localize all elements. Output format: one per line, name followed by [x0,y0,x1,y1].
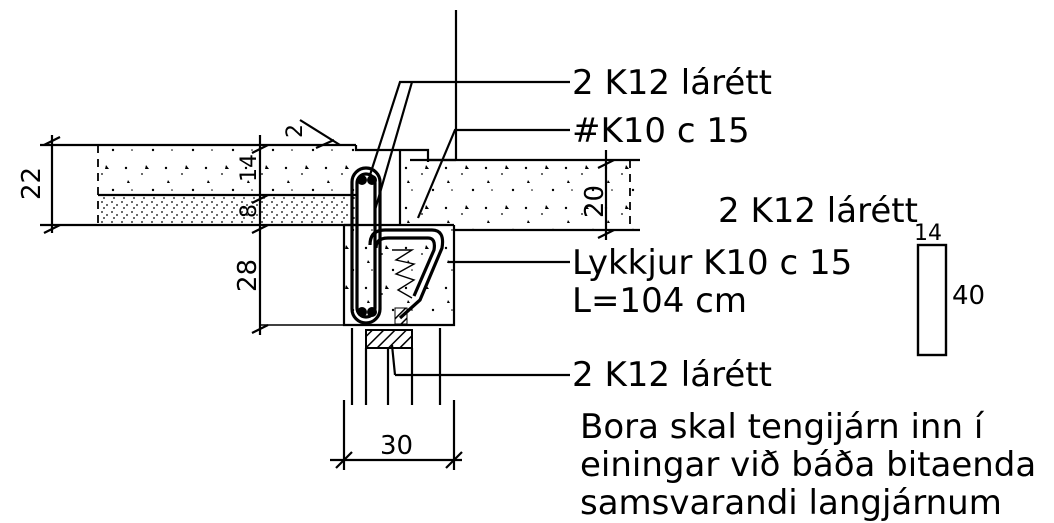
note-line1: Bora skal tengijárn inn í [580,407,985,447]
dimension-lines [43,119,615,470]
label-bottom-bars: 2 K12 lárétt [572,355,772,395]
dim-slab-right: 20 [580,185,610,218]
dim-slab-total: 22 [17,167,47,200]
bearing-pad [365,329,413,349]
label-loops-line2: L=104 cm [572,281,747,321]
dim-section-height: 40 [952,281,985,311]
label-top-bars: 2 K12 lárétt [572,63,772,103]
dim-beam-width: 30 [380,431,413,461]
label-loops-line1: Lykkjur K10 c 15 [572,243,852,283]
label-side-bars: 2 K12 lárétt [718,191,918,231]
leader-lines [368,80,570,377]
left-slab [40,143,430,227]
rebar-stirrup [350,166,382,325]
section-rect [916,243,948,357]
dim-section-width: 14 [914,221,942,246]
support-lines [350,328,442,405]
dim-gap: 2 [283,124,308,138]
note-line3: samsvarandi langjárnum [580,483,1002,523]
rebar-loop [368,228,445,325]
label-mesh: #K10 c 15 [572,111,750,151]
dim-beam-depth: 28 [233,259,263,292]
dim-slab-top: 14 [237,154,262,182]
dim-insulation: 8 [237,204,262,218]
right-slab [398,150,640,232]
note-line2: einingar við báða bitaenda [580,445,1036,485]
